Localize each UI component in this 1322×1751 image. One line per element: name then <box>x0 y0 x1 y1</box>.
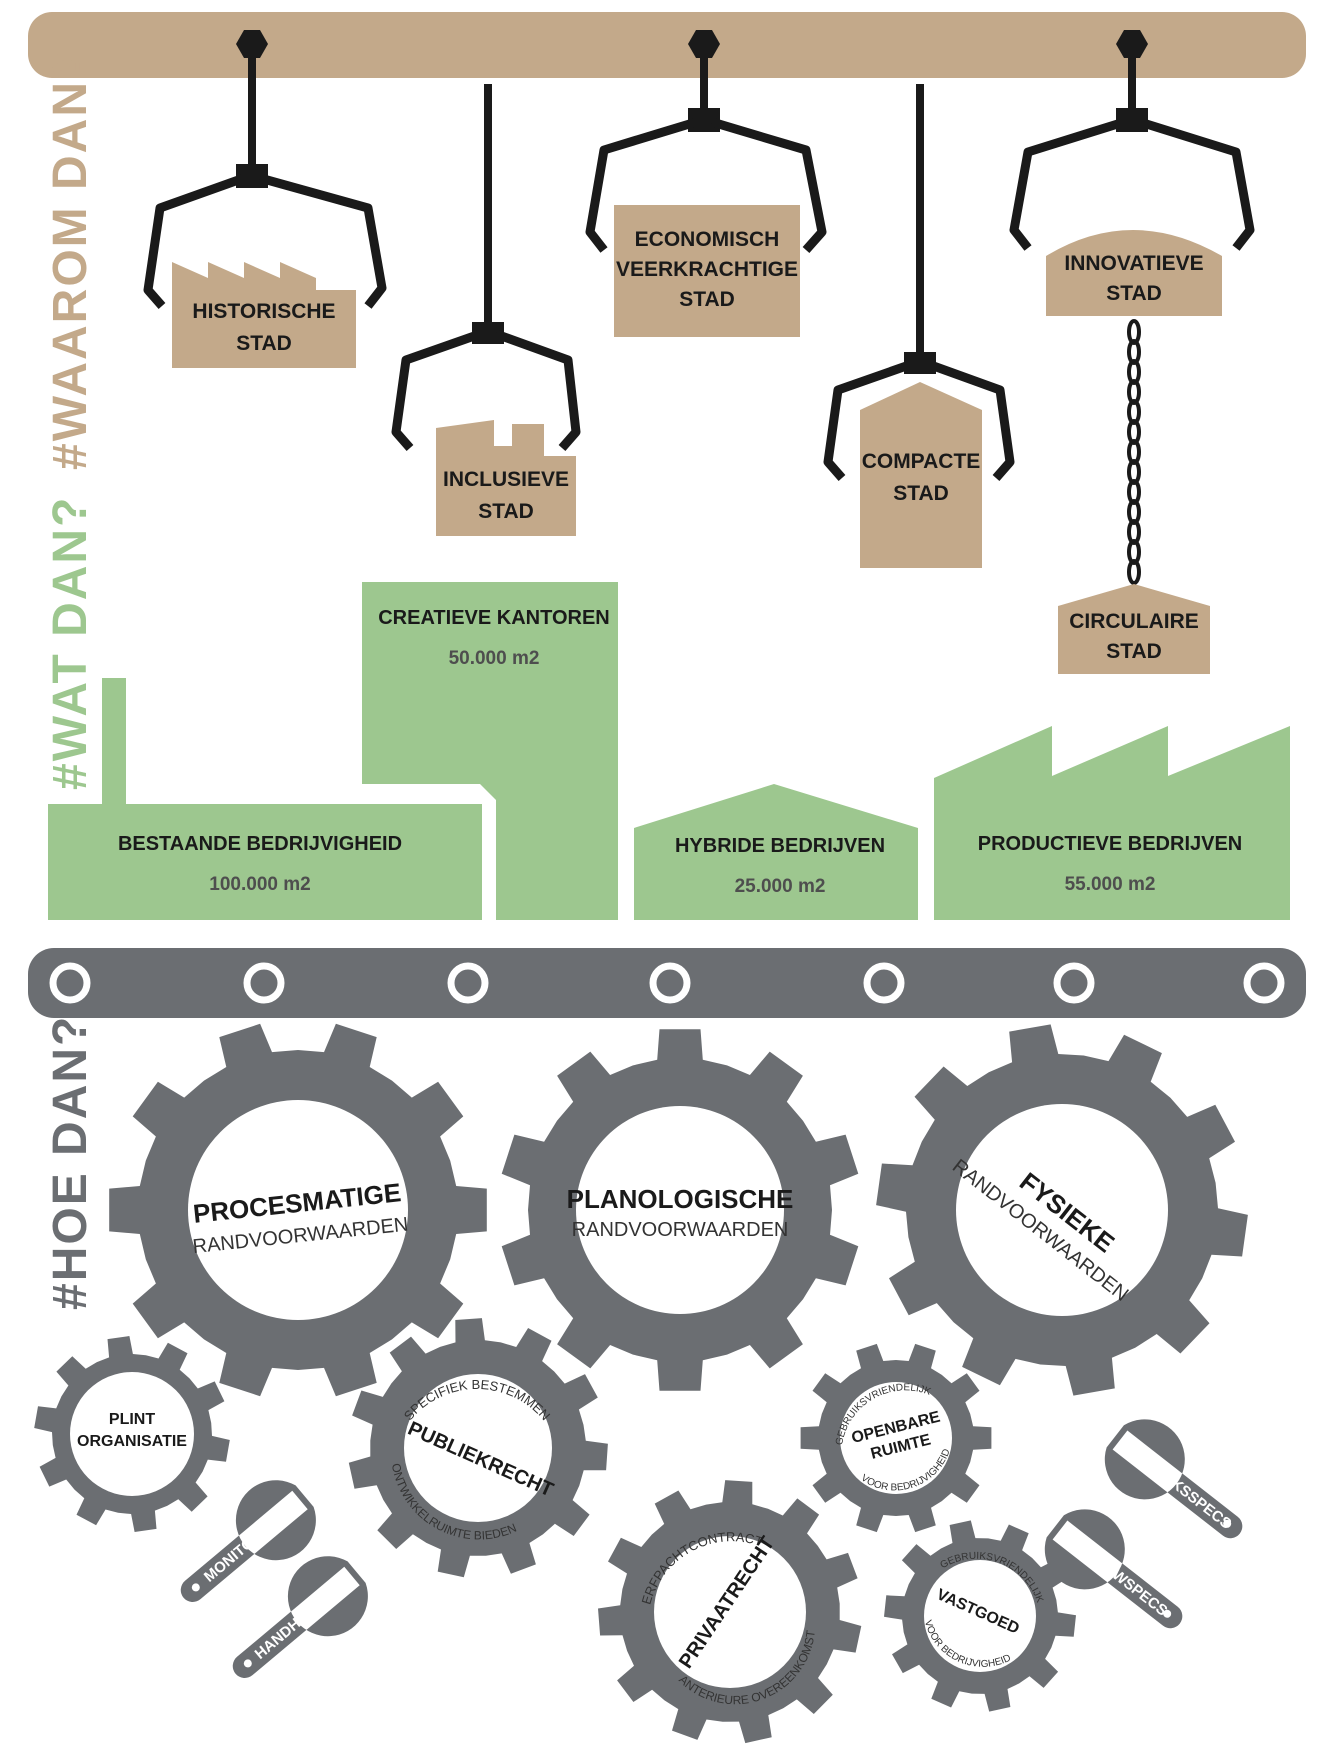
gear-privaatrecht <box>598 1480 862 1744</box>
hex-bolt <box>1116 30 1148 58</box>
gear-center <box>956 1104 1168 1316</box>
crane-label-line2: VEERKRACHTIGE <box>616 258 798 281</box>
gear-subtitle: RANDVOORWAARDEN <box>572 1219 789 1241</box>
crane-historische: HISTORISCHE STAD <box>143 30 387 368</box>
gear-plint-text: PLINT ORGANISATIE <box>77 1411 187 1450</box>
crane-economisch: ECONOMISCH VEERKRACHTIGE STAD <box>585 30 827 337</box>
gear-center <box>188 1100 408 1320</box>
hex-bolt <box>236 30 268 58</box>
conveyor-roller <box>243 962 285 1004</box>
gear-center <box>404 1374 552 1522</box>
chain <box>1127 319 1141 585</box>
crane-compacte: COMPACTE STAD <box>823 84 1015 568</box>
side-label-hoe: #HOE DAN? <box>44 1015 97 1310</box>
gear-openbare <box>800 1343 992 1533</box>
crane-claw <box>585 117 698 253</box>
building-value: 55.000 m2 <box>1065 874 1156 895</box>
building-hybride: HYBRIDE BEDRIJVEN 25.000 m2 <box>634 784 918 920</box>
chimney <box>102 678 126 808</box>
building-bestaande: BESTAANDE BEDRIJVIGHEID 100.000 m2 <box>48 678 482 920</box>
crane-label-line1: ECONOMISCH <box>635 228 780 251</box>
crane-label-line3: STAD <box>679 288 735 311</box>
crane-label-line1: COMPACTE <box>862 450 981 473</box>
dome-shape <box>1046 230 1222 316</box>
conveyor-roller <box>863 962 905 1004</box>
gear-center <box>576 1106 784 1314</box>
conveyor-roller <box>447 962 489 1004</box>
gear-fysieke <box>876 1024 1248 1396</box>
crane-label-line1: HISTORISCHE <box>192 300 335 323</box>
office-block <box>614 205 800 337</box>
conveyor-belt <box>28 948 1306 1018</box>
hex-bolt <box>688 30 720 58</box>
crane-label-line2: STAD <box>1106 282 1162 305</box>
building-label: CREATIEVE KANTOREN <box>378 607 610 629</box>
gears <box>34 1023 1248 1744</box>
house-shape <box>436 420 576 536</box>
gear-center <box>70 1372 194 1496</box>
conveyor-roller <box>1243 962 1285 1004</box>
crane-label-line1: INCLUSIEVE <box>443 468 569 491</box>
side-label-wat: #WAT DAN? <box>44 496 97 790</box>
conveyor-roller <box>49 962 91 1004</box>
crane-label-line2: STAD <box>893 482 949 505</box>
gear-procesmatige <box>109 1023 487 1397</box>
factory-shape <box>172 262 356 368</box>
crane-inclusieve: INCLUSIEVE STAD <box>391 84 581 536</box>
building-label: HYBRIDE BEDRIJVEN <box>675 835 885 857</box>
crane-label-line2: STAD <box>478 500 534 523</box>
gear-planologische-text: PLANOLOGISCHE RANDVOORWAARDEN <box>567 1184 794 1241</box>
gear-plint <box>34 1336 230 1532</box>
crane-label-line2: STAD <box>1106 640 1162 663</box>
gear-vastgoed <box>884 1520 1076 1712</box>
crane-label-line2: STAD <box>236 332 292 355</box>
crane-claw <box>143 173 246 309</box>
crane-claw <box>823 359 914 481</box>
crane-innovatieve: INNOVATIEVE STAD CIRCULAIRE STAD <box>1009 30 1255 674</box>
conveyor-roller <box>649 962 691 1004</box>
gear-center <box>654 1536 806 1688</box>
gear-center <box>840 1382 952 1494</box>
gear-line2: ORGANISATIE <box>77 1433 187 1450</box>
crane-claw <box>391 329 482 451</box>
tower-shape <box>860 382 982 568</box>
crane-label-line1: INNOVATIEVE <box>1064 252 1203 275</box>
crane-label-line1: CIRCULAIRE <box>1069 610 1199 633</box>
gear-planologische <box>501 1029 859 1391</box>
gear-title: PLANOLOGISCHE <box>567 1184 794 1214</box>
circulaire-house <box>1058 584 1210 674</box>
top-rail <box>28 12 1306 78</box>
building-value: 25.000 m2 <box>735 876 826 897</box>
gear-publiekrecht <box>348 1318 608 1578</box>
gear-center <box>924 1560 1036 1672</box>
crane-rail <box>28 12 1306 78</box>
building-label: PRODUCTIEVE BEDRIJVEN <box>978 833 1243 855</box>
gear-line1: PLINT <box>109 1411 155 1428</box>
conveyor-roller <box>1053 962 1095 1004</box>
building-value: 100.000 m2 <box>209 874 310 895</box>
crane-claw <box>1009 117 1126 251</box>
building-label: BESTAANDE BEDRIJVIGHEID <box>118 833 402 855</box>
building-creatieve: CREATIEVE KANTOREN 50.000 m2 <box>362 582 618 920</box>
building-productieve: PRODUCTIEVE BEDRIJVEN 55.000 m2 <box>934 726 1290 920</box>
building-value: 50.000 m2 <box>449 648 540 669</box>
side-label-waarom: #WAAROM DAN? <box>44 49 97 470</box>
